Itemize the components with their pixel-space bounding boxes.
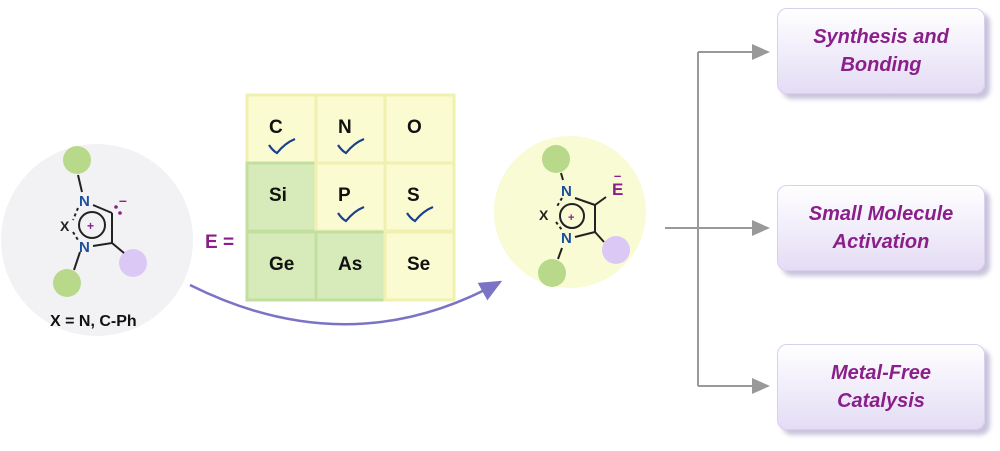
element-symbol: N [338, 117, 352, 138]
branch-arrows [665, 44, 770, 394]
checkmark-icon [268, 137, 296, 155]
nitrogen-label: N [79, 193, 90, 210]
element-cell [383, 161, 456, 233]
nitrogen-label: N [79, 239, 90, 256]
element-symbol: As [338, 254, 362, 275]
substituent-note: X = N, C-Ph [50, 313, 137, 330]
element-symbol: S [407, 185, 420, 206]
element-symbol: Se [407, 254, 430, 275]
outcome-text: Metal-Free [830, 362, 932, 384]
outcome-text: Small Molecule [808, 203, 954, 225]
element-grid: C N O Si P S Ge As Se [245, 93, 456, 302]
element-cell [383, 93, 456, 165]
charge-minus: – [614, 168, 621, 183]
element-symbol: Ge [269, 254, 294, 275]
nitrogen-label: N [561, 183, 572, 200]
element-cell [314, 230, 387, 302]
element-cell [245, 161, 318, 233]
reactant-structure: N N X + – X = N, C-Ph [1, 144, 193, 336]
charge-plus: + [568, 212, 574, 224]
element-symbol: P [338, 185, 351, 206]
charge-minus: – [119, 192, 127, 208]
outcome-text: Bonding [840, 54, 922, 76]
element-symbol: Si [269, 185, 287, 206]
checkmark-icon [337, 205, 365, 223]
checkmark-icon [406, 205, 434, 223]
element-symbol: C [269, 117, 283, 138]
substituent-green-circle [53, 269, 81, 297]
outcome-text: Catalysis [837, 390, 925, 412]
element-cell [314, 161, 387, 233]
charge-plus: + [87, 219, 94, 233]
reaction-arrow [189, 280, 503, 326]
element-label: E = [205, 232, 234, 253]
product-structure: N N X + E – [494, 136, 646, 288]
substituent-green-circle [63, 146, 91, 174]
element-cell [383, 230, 456, 302]
outcome-text: Activation [832, 231, 930, 253]
substituent-purple-circle [119, 249, 147, 277]
e-label: E [612, 180, 623, 199]
x-label: X [539, 207, 549, 223]
element-symbol: O [407, 117, 422, 138]
element-cell [314, 93, 387, 165]
checkmark-icon [337, 137, 365, 155]
nitrogen-label: N [561, 230, 572, 247]
outcome-text: Synthesis and [813, 26, 949, 48]
x-label: X [60, 218, 70, 234]
